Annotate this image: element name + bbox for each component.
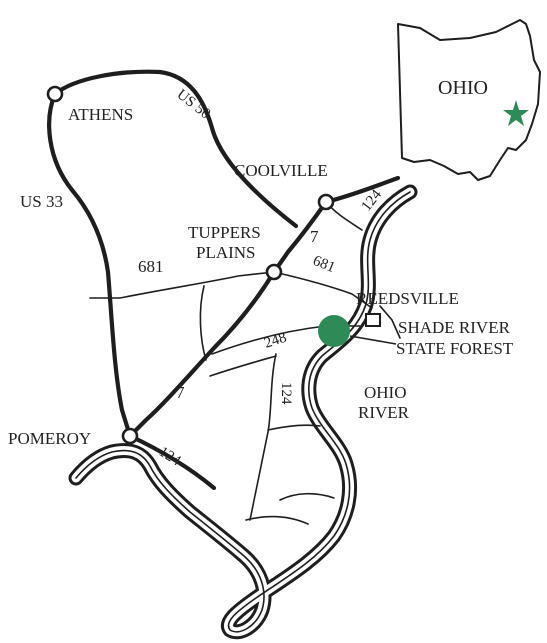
- feature-labels: SHADE RIVER STATE FOREST OHIO RIVER: [358, 318, 514, 422]
- road-124-inland: [249, 353, 277, 521]
- town-marker-tuppers-plains: [265, 263, 283, 281]
- town-markers: [46, 85, 381, 445]
- town-label-plains: PLAINS: [196, 243, 256, 262]
- town-marker-pomeroy: [121, 427, 139, 445]
- town-label-pomeroy: POMEROY: [8, 429, 91, 448]
- ohio-state-outline: [397, 19, 541, 181]
- minor-road: [209, 355, 277, 377]
- road-124-north: [323, 175, 401, 205]
- town-marker-athens: [46, 85, 64, 103]
- route-label-7-south: 7: [176, 383, 185, 402]
- minor-roads: [89, 201, 401, 525]
- road-681-west: [89, 271, 275, 299]
- town-label-reedsville: REEDSVILLE: [356, 289, 459, 308]
- forest-leader-line: [349, 335, 397, 345]
- inset-label: OHIO: [438, 77, 488, 99]
- route-label-7-north: 7: [310, 227, 319, 246]
- river-label-line1: OHIO: [364, 383, 407, 402]
- minor-road: [199, 285, 207, 361]
- route-label-124-middle: 124: [278, 382, 294, 405]
- town-labels: ATHENS COOLVILLE TUPPERS PLAINS REEDSVIL…: [8, 105, 459, 448]
- route-label-124-south: 124: [156, 444, 184, 470]
- minor-road: [267, 424, 321, 431]
- route-label-us33: US 33: [20, 192, 63, 211]
- major-roads: [47, 69, 401, 491]
- route-label-248: 248: [262, 330, 288, 352]
- route-label-681-west: 681: [138, 257, 164, 276]
- forest-label-line1: SHADE RIVER: [398, 318, 511, 337]
- town-label-tuppers: TUPPERS: [188, 223, 261, 242]
- town-label-coolville: COOLVILLE: [234, 161, 328, 180]
- route-labels: US 50 US 33 681 681 7 7 248 124 124 124: [20, 87, 385, 470]
- star-icon: [503, 100, 529, 126]
- route-label-681-east: 681: [311, 253, 338, 276]
- road-681-east: [273, 271, 373, 309]
- forest-label-line2: STATE FOREST: [396, 339, 514, 358]
- river-label-line2: RIVER: [358, 403, 410, 422]
- town-label-athens: ATHENS: [68, 105, 133, 124]
- ohio-river: [68, 184, 418, 640]
- minor-road: [245, 515, 309, 525]
- minor-road: [279, 492, 335, 501]
- minor-road: [379, 305, 401, 339]
- road-124-south: [127, 433, 217, 491]
- town-marker-coolville: [317, 193, 335, 211]
- ohio-inset: OHIO: [397, 19, 541, 181]
- forest-dot-icon: [318, 315, 350, 347]
- road-us-33: [47, 91, 133, 439]
- road-7: [127, 199, 329, 439]
- town-marker-reedsville: [365, 313, 381, 327]
- road-us-50: [52, 69, 299, 229]
